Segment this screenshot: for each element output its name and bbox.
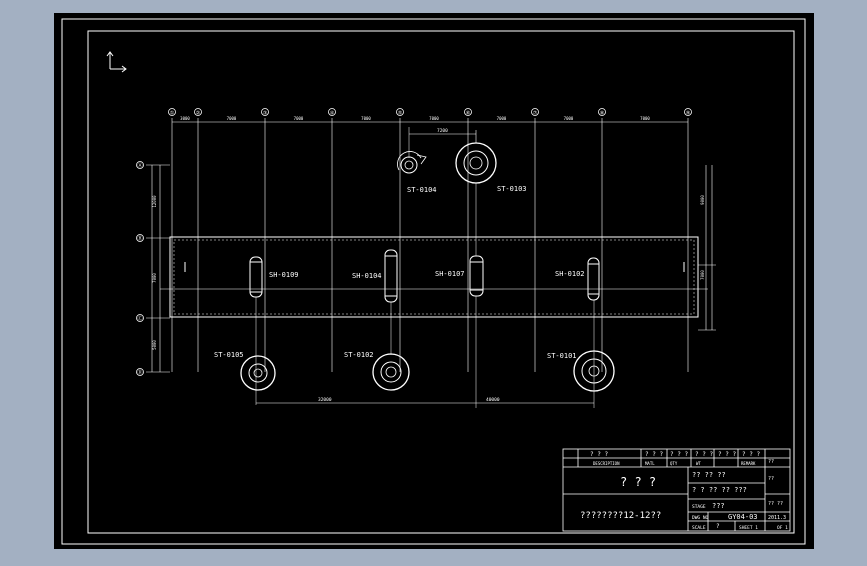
bottom-dim-2: 40000 — [486, 397, 500, 403]
column-dim-value: 7000 — [497, 116, 507, 121]
label-st-0103: ST-0103 — [497, 185, 527, 193]
column-label: ⑧ — [600, 111, 605, 117]
label-sh-0102: SH-0102 — [555, 270, 585, 278]
column-label: ④ — [330, 111, 335, 117]
right-dim-value: 9000 — [700, 195, 705, 205]
right-label-1: ?? — [768, 459, 774, 465]
column-dim-value: 7000 — [564, 116, 574, 121]
drawing-title: ? ? ? — [620, 475, 656, 489]
header-sub-3: QTY — [670, 461, 678, 466]
date: 2011.3 — [768, 515, 786, 521]
column-bubble — [328, 108, 336, 116]
equipment-labels: ST-0104 ST-0103 SH-0109 SH-0104 SH-0107 … — [214, 185, 585, 360]
header-cell-2: ? ? ? — [645, 451, 663, 458]
row-label: Ⓓ — [137, 369, 142, 376]
column-bubble — [531, 108, 539, 116]
dwg-no-label: DWG NO — [692, 515, 709, 521]
right-label-2: ?? — [768, 476, 774, 482]
scale-label: SCALE — [692, 525, 706, 531]
building-inner-outline — [173, 239, 695, 315]
column-label: ② — [196, 111, 201, 117]
row-label: Ⓒ — [137, 315, 142, 322]
bottom-dim-1: 32000 — [318, 397, 332, 403]
row-dim-value: 7000 — [152, 273, 157, 283]
label-st-0105: ST-0105 — [214, 351, 244, 359]
label-st-0101: ST-0101 — [547, 352, 577, 360]
label-sh-0107: SH-0107 — [435, 270, 465, 278]
stage-label: STAGE — [692, 504, 706, 510]
row-bubble — [136, 234, 144, 242]
header-cell-4: ? ? ? — [695, 451, 713, 458]
right-dim-value: 7000 — [700, 270, 705, 280]
column-dim-value: 7000 — [361, 116, 371, 121]
axis-labels: ① ② ③ ④ ⑤ ⑥ ⑦ ⑧ ⑨ 3000 7000 7000 7000 7000 7000 7000 700… — [136, 108, 705, 376]
title-row-2: ? ? ?? ?? ??? — [692, 486, 747, 494]
column-label: ③ — [263, 111, 268, 117]
row-bubble — [136, 161, 144, 169]
ucs-icon — [106, 51, 127, 73]
title-row-3: ??? — [712, 502, 725, 510]
building-outline — [169, 236, 699, 318]
column-bubble — [168, 108, 176, 116]
column-dim-value: 7000 — [227, 116, 237, 121]
title-block-text: ? ? ? ? ? ? ? ? ? ? ? ? ? ? ? ? ? ? DESC… — [580, 451, 788, 531]
row-dim-value: 12000 — [152, 195, 157, 208]
header-cell-6: ? ? ? — [742, 451, 760, 458]
column-bubble — [396, 108, 404, 116]
column-bubble — [194, 108, 202, 116]
column-label: ⑦ — [533, 111, 538, 117]
column-bubble — [261, 108, 269, 116]
tank-st-0105[interactable] — [240, 355, 276, 391]
header-sub-5: REMARK — [741, 461, 756, 466]
header-cell-5: ? ? ? — [718, 451, 736, 458]
title-row-1: ?? ?? ?? — [692, 471, 726, 479]
column-label: ⑥ — [466, 111, 471, 117]
project-name: ????????12-12?? — [580, 511, 661, 521]
label-sh-0104: SH-0104 — [352, 272, 382, 280]
vessel-sh-0102[interactable] — [587, 257, 600, 301]
column-dim-value: 3000 — [180, 116, 190, 121]
column-dim-value: 7000 — [640, 116, 650, 121]
inner-border — [87, 30, 795, 534]
sheet-label: SHEET 1 — [739, 525, 758, 531]
title-block — [562, 448, 791, 532]
label-sh-0109: SH-0109 — [269, 271, 299, 279]
equipment-centerlines — [255, 127, 595, 408]
outer-border — [61, 18, 806, 545]
dwg-no: GY04-03 — [728, 513, 758, 521]
vessel-sh-0107[interactable] — [469, 255, 484, 297]
header-sub-1: DESCRIPTION — [593, 461, 620, 466]
header-cell-1: ? ? ? — [590, 451, 608, 458]
column-label: ① — [170, 111, 175, 117]
column-dim-value: 7000 — [294, 116, 304, 121]
header-cell-3: ? ? ? — [670, 451, 688, 458]
row-bubble — [136, 368, 144, 376]
column-dim-value: 7000 — [429, 116, 439, 121]
column-bubble — [684, 108, 692, 116]
label-st-0104: ST-0104 — [407, 186, 437, 194]
inner-dimension-value: 7200 — [437, 128, 448, 134]
column-label: ⑨ — [686, 111, 691, 117]
row-label: Ⓐ — [137, 162, 142, 169]
row-bubble — [136, 314, 144, 322]
label-st-0102: ST-0102 — [344, 351, 374, 359]
row-label: Ⓑ — [137, 235, 142, 242]
row-dim-value: 5000 — [152, 340, 157, 350]
column-label: ⑤ — [398, 111, 403, 117]
column-bubble — [598, 108, 606, 116]
column-bubble — [464, 108, 472, 116]
axis-grid — [146, 118, 716, 373]
drawing-sheet — [54, 13, 814, 549]
of-label: OF 1 — [777, 525, 788, 531]
header-sub-2: MATL — [645, 461, 655, 466]
scale-value: ? — [716, 523, 720, 530]
right-label-3: ?? ?? — [768, 501, 783, 507]
header-sub-4: WT — [696, 461, 701, 466]
